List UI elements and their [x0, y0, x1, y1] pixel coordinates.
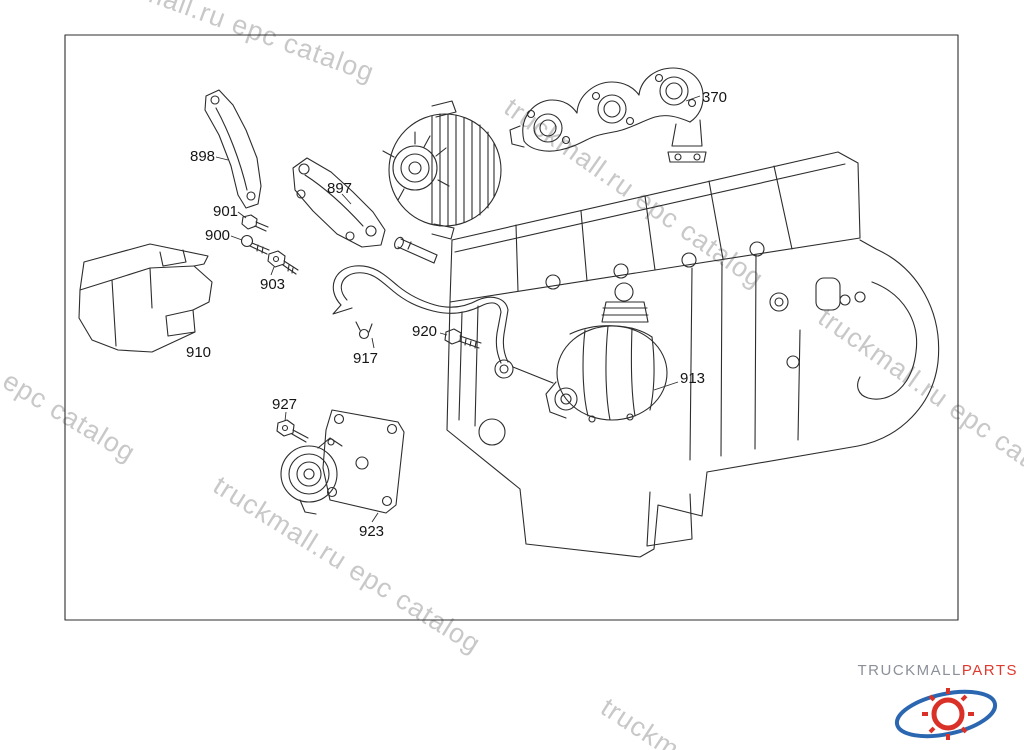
bolt-920 — [444, 328, 482, 349]
vacuum-pump-923 — [280, 409, 405, 515]
part-label-903: 903 — [260, 276, 286, 293]
part-label-920: 920 — [412, 323, 438, 340]
bolt-901 — [241, 214, 269, 232]
bracket-897 — [292, 157, 386, 248]
bolt-900 — [240, 234, 270, 255]
part-label-898: 898 — [190, 148, 216, 165]
part-label-917: 917 — [353, 350, 379, 367]
logo-text-parts: PARTS — [961, 662, 1018, 679]
air-compressor-913 — [545, 282, 668, 423]
engine-block — [446, 151, 940, 558]
part-label-900: 900 — [205, 227, 231, 244]
part-label-913: 913 — [680, 370, 706, 387]
logo-text: TRUCKMALLPARTS — [846, 662, 1018, 679]
bolt-903 — [267, 250, 299, 275]
part-label-370: 370 — [702, 89, 728, 106]
part-label-927: 927 — [272, 396, 298, 413]
part-label-910: 910 — [186, 344, 212, 361]
leader-lines — [215, 95, 701, 523]
bolt-927 — [276, 419, 309, 443]
cover-910 — [78, 243, 213, 353]
bracket-898 — [204, 89, 262, 209]
alternator — [382, 100, 502, 240]
part-label-923: 923 — [359, 523, 385, 540]
logo-text-truckmall: TRUCKMALL — [857, 662, 962, 679]
exhaust-manifold — [509, 67, 707, 163]
logo-gear-icon — [894, 688, 998, 740]
diagram-border — [64, 34, 959, 621]
oil-pipe-917 — [332, 236, 554, 384]
part-label-897: 897 — [327, 180, 353, 197]
truckmall-logo: TRUCKMALLPARTS — [846, 662, 1018, 740]
part-label-901: 901 — [213, 203, 239, 220]
